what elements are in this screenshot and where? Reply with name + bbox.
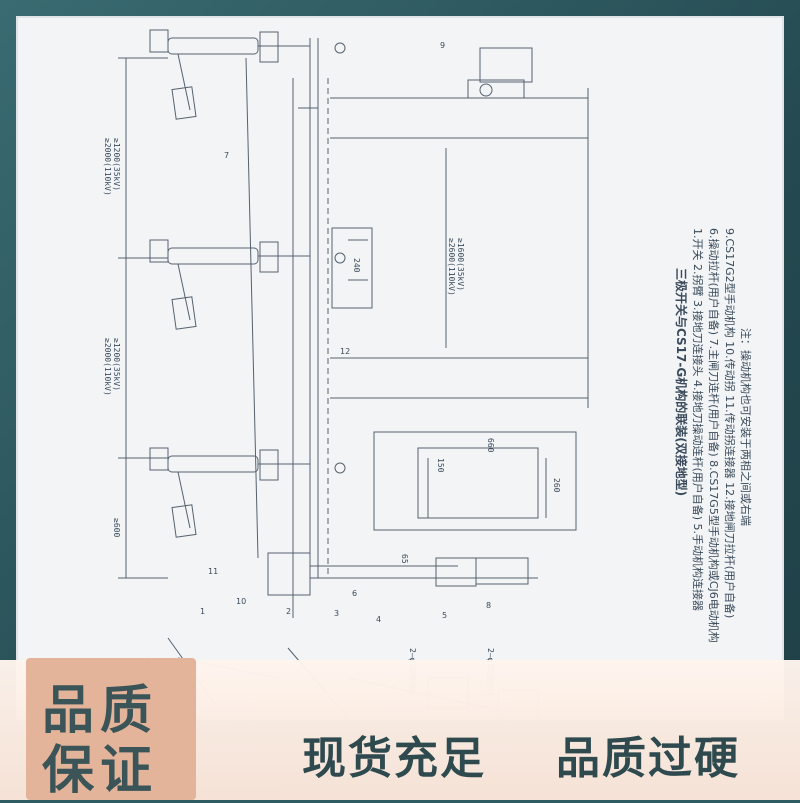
part-number-8: 8 (486, 601, 491, 610)
dim-label-mid-1: ≥1200(35kV) (112, 338, 121, 391)
detail-box (373, 431, 577, 531)
part-number-2: 2 (286, 607, 291, 616)
notes-title: 三极开关与CS17-G机构的联装(双接地型) (674, 268, 688, 497)
part-number-10: 10 (236, 597, 246, 606)
part-number-3: 3 (334, 609, 339, 618)
part-number-7: 7 (224, 151, 229, 160)
part-number-6: 6 (352, 589, 357, 598)
part-number-9: 9 (440, 41, 445, 50)
quality-badge (26, 658, 196, 800)
part-number-11: 11 (208, 567, 218, 576)
dim-label-box-inner: 150 (436, 458, 445, 473)
part-number-12: 12 (340, 347, 350, 356)
main-blade-rod (245, 57, 259, 559)
dim-label-box-width: 660 (486, 438, 495, 453)
notes-line-4: 注：操动机构也可安装于两相之间或右端 (739, 328, 752, 526)
slogan-stock: 现货充足 (302, 733, 486, 784)
pole-top (149, 29, 346, 120)
mechanism-bottom (267, 552, 538, 596)
part-number-5: 5 (442, 611, 447, 620)
notes-line-3: 9.CS17G2型手动机构 10.传动拐 11.传动拐连接器 12.接地闸刀拉杆… (723, 228, 736, 619)
dim-label-pitch: 240 (352, 258, 361, 273)
drawing-sheet: ≥1200(35kV) ≥2000(110kV) ≥1200(35kV) ≥20… (18, 18, 782, 718)
technical-drawing: ≥1200(35kV) ≥2000(110kV) ≥1200(35kV) ≥20… (103, 29, 589, 718)
pole-middle (149, 239, 346, 330)
dim-label-box-height: 260 (552, 478, 561, 493)
dim-label-right-1: ≥1600(35kV) (456, 238, 465, 291)
notes-line-2: 6.操动拉杆(用户自备) 7.主闸刀连杆(用户自备) 8.CS17G5型手动机构… (707, 228, 720, 643)
badge-line-2: 保证 (42, 741, 159, 801)
notes-line-1: 1.开关 2.拐臂 3.接地刀连接头 4.接地刀操动连杆(用户自备) 5.手动机… (691, 228, 704, 612)
pole-bottom (149, 447, 346, 538)
dim-label-top-1: ≥1200(35kV) (112, 138, 121, 191)
part-number-1: 1 (200, 607, 205, 616)
dim-label-right-2: ≥2600(110kV) (447, 238, 456, 296)
slogan-quality: 品质过硬 (556, 733, 740, 784)
dim-label-low: ≥600 (112, 518, 121, 537)
dim-label-top-2: ≥2000(110kV) (103, 138, 112, 196)
badge-line-1: 品质 (42, 681, 159, 741)
part-number-4: 4 (376, 615, 381, 624)
dim-label-mid-2: ≥2000(110kV) (103, 338, 112, 396)
dim-label-gap: 65 (400, 554, 409, 564)
mechanism-top (467, 47, 533, 99)
